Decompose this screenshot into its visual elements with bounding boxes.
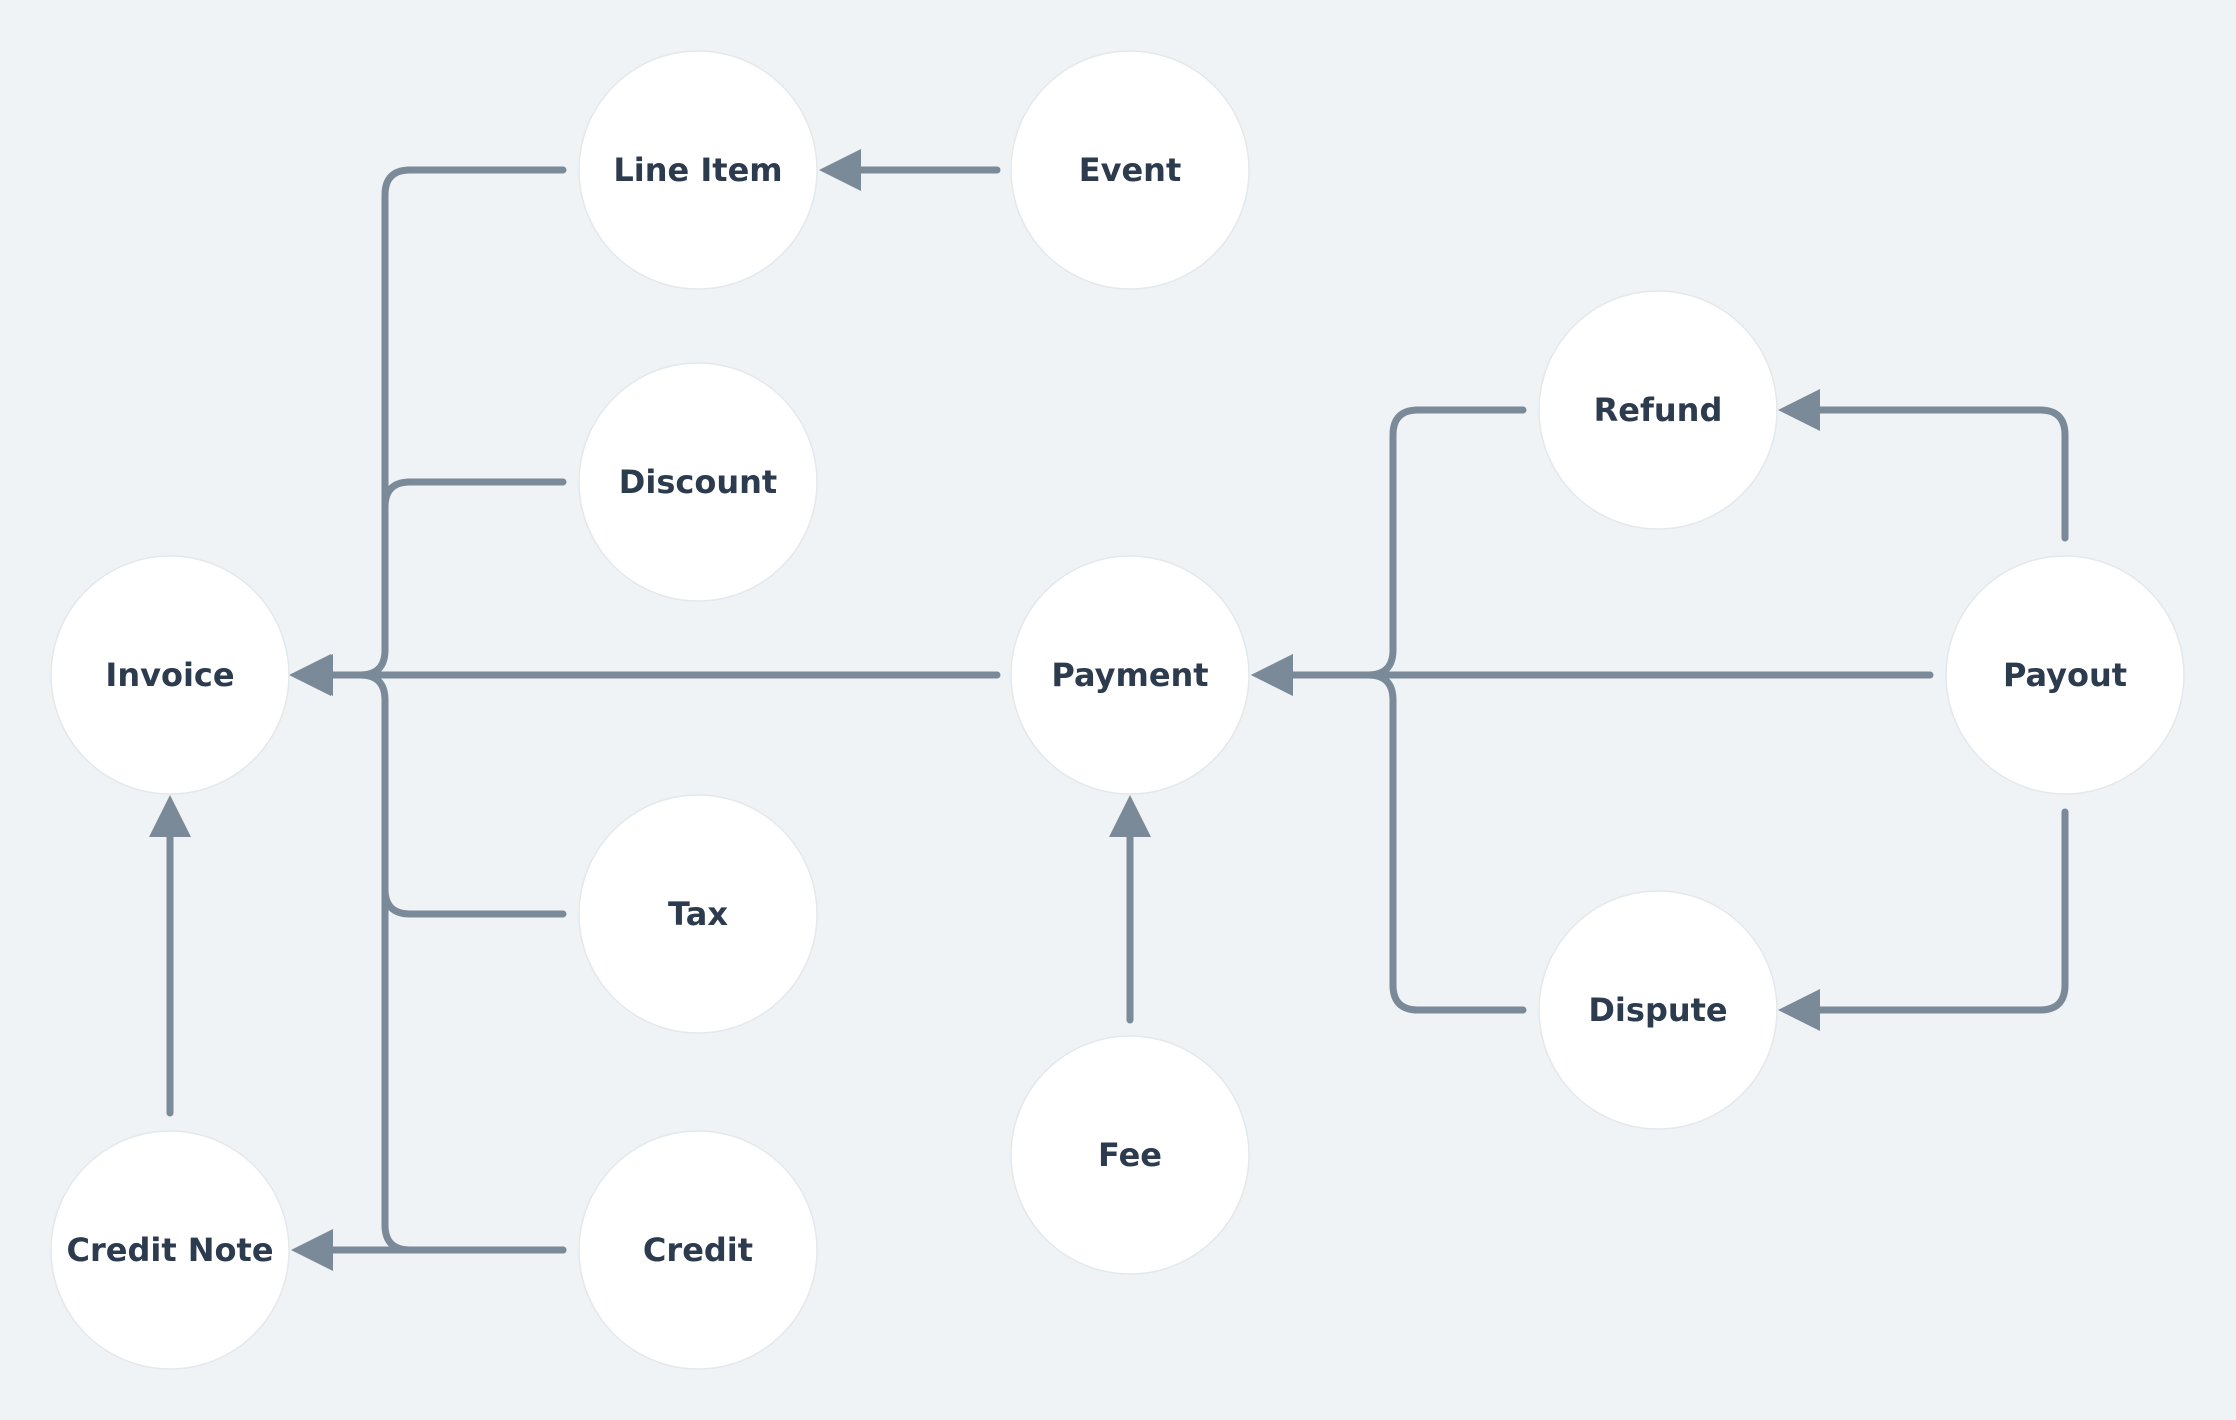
node-discount[interactable]: Discount — [578, 362, 818, 602]
node-payout[interactable]: Payout — [1945, 555, 2185, 795]
node-payment[interactable]: Payment — [1010, 555, 1250, 795]
node-credit[interactable]: Credit — [578, 1130, 818, 1370]
edge-tax-to-invoice — [381, 696, 567, 918]
node-event-label: Event — [1079, 151, 1182, 189]
node-invoice-circle — [50, 555, 290, 795]
node-credit-note-circle — [50, 1130, 290, 1370]
node-credit-label: Credit — [643, 1231, 753, 1269]
node-refund-label: Refund — [1594, 391, 1723, 429]
edge-credit-to-invoice — [356, 671, 567, 1254]
node-fee[interactable]: Fee — [1010, 1035, 1250, 1275]
edge-payout-to-refund — [1778, 389, 2069, 542]
node-payout-label: Payout — [2003, 656, 2127, 694]
node-dispute[interactable]: Dispute — [1538, 890, 1778, 1130]
node-line-item[interactable]: Line Item — [578, 50, 818, 290]
node-discount-label: Discount — [619, 463, 777, 501]
edge-line-item-to-invoice — [289, 166, 567, 696]
edge-discount-to-invoice — [381, 478, 567, 654]
edge-payout-to-dispute — [1778, 808, 2069, 1031]
node-payout-circle — [1945, 555, 2185, 795]
node-payment-circle — [1010, 555, 1250, 795]
edge-dispute-to-payment — [1364, 671, 1527, 1014]
node-refund[interactable]: Refund — [1538, 290, 1778, 530]
node-payment-label: Payment — [1051, 656, 1208, 694]
edge-refund-to-payment — [1251, 406, 1527, 696]
node-fee-label: Fee — [1098, 1136, 1162, 1174]
node-credit-note-label: Credit Note — [66, 1231, 273, 1269]
node-refund-circle — [1538, 290, 1778, 530]
node-line-item-circle — [578, 50, 818, 290]
node-invoice-label: Invoice — [105, 656, 234, 694]
node-credit-circle — [578, 1130, 818, 1370]
node-fee-circle — [1010, 1035, 1250, 1275]
node-tax-label: Tax — [668, 895, 728, 933]
node-tax-circle — [578, 794, 818, 1034]
node-event[interactable]: Event — [1010, 50, 1250, 290]
node-line-item-label: Line Item — [613, 151, 782, 189]
node-dispute-circle — [1538, 890, 1778, 1130]
edges-layer — [149, 149, 2069, 1271]
node-invoice[interactable]: Invoice — [50, 555, 290, 795]
node-discount-circle — [578, 362, 818, 602]
node-credit-note[interactable]: Credit Note — [50, 1130, 290, 1370]
node-tax[interactable]: Tax — [578, 794, 818, 1034]
node-dispute-label: Dispute — [1588, 991, 1727, 1029]
node-event-circle — [1010, 50, 1250, 290]
